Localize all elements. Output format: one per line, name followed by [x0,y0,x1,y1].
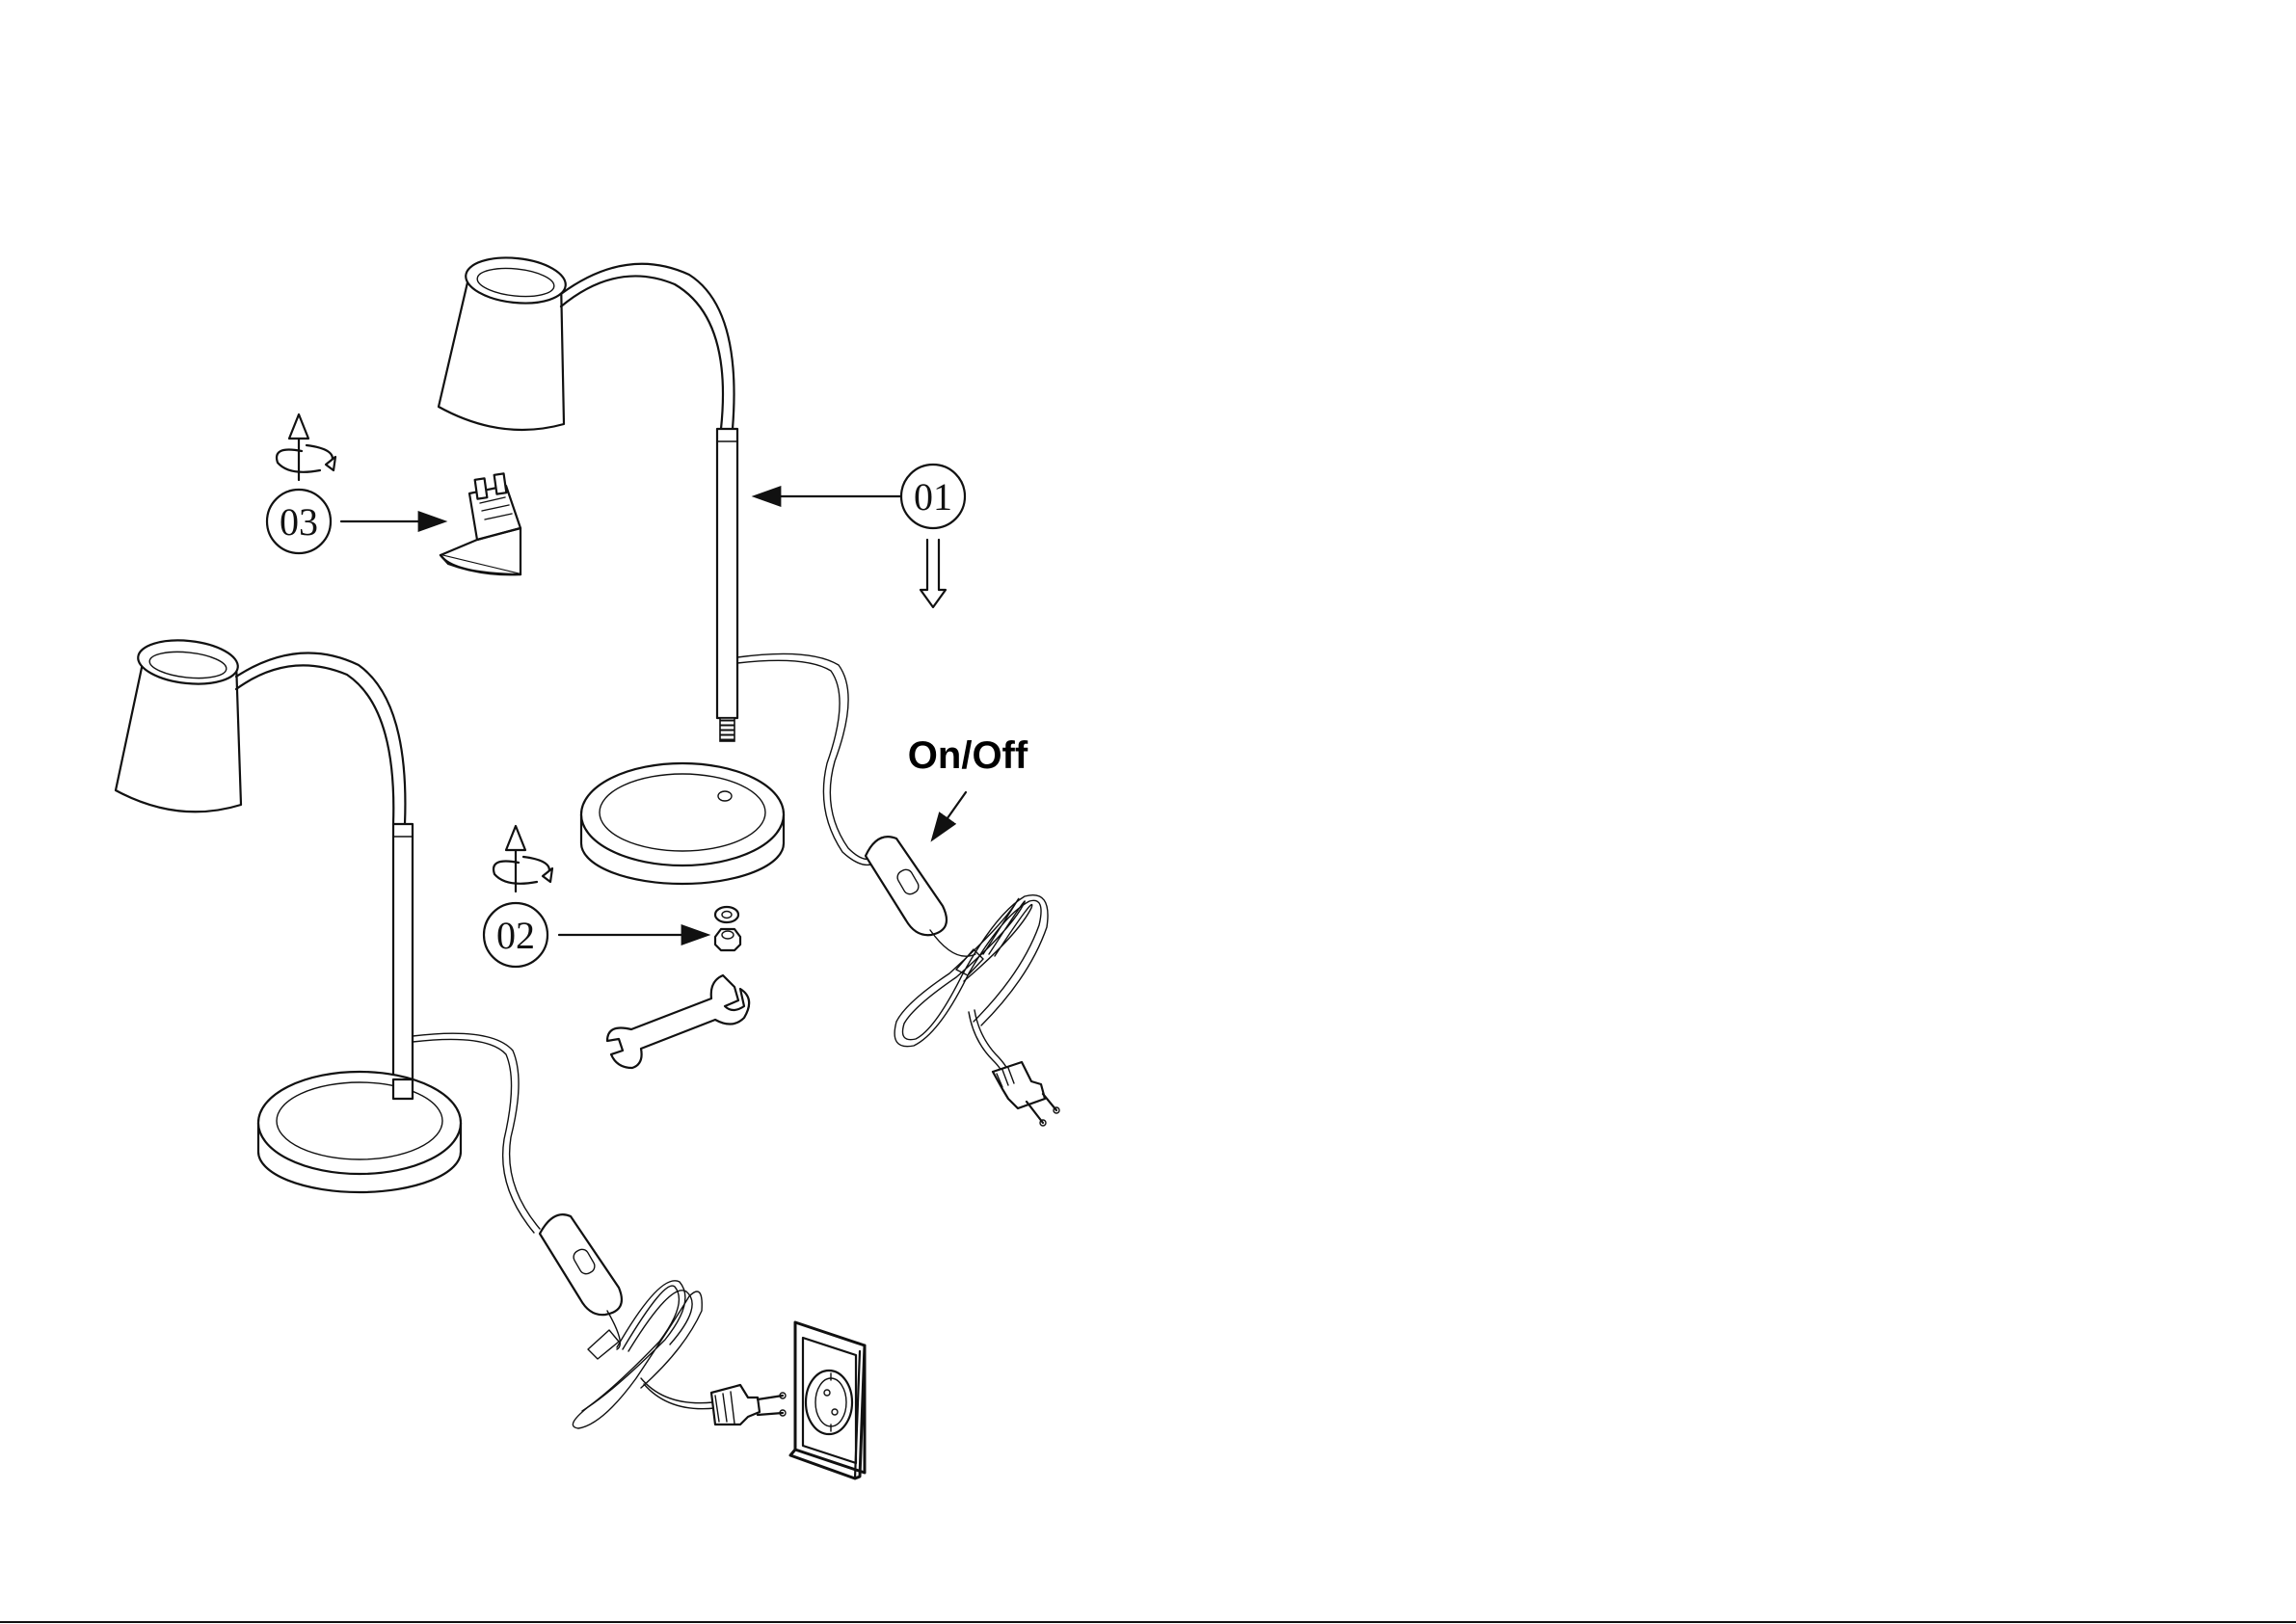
step-01-callout: 01 [756,465,965,528]
upper-lamp-rod [717,429,737,741]
step-03-callout: 03 [267,490,443,553]
upper-lamp-inline-switch [866,837,947,935]
lower-lamp-shade [116,636,241,812]
upper-lamp [439,253,1059,1126]
gu10-bulb [441,473,521,574]
on-off-label: On/Off [908,734,1028,777]
nut-and-washer [715,907,740,950]
step-02-callout: 02 [484,903,707,967]
down-arrow-icon [921,540,946,607]
lower-lamp-gooseneck [236,653,405,825]
lower-lamp-base [258,1072,461,1192]
rotate-icon-step3 [277,414,335,480]
lower-lamp-plug [711,1385,786,1424]
upper-lamp-gooseneck [561,264,734,429]
step-03-label: 03 [280,500,318,544]
upper-lamp-shade [439,253,568,430]
upper-lamp-plug [993,1062,1059,1126]
step-02-label: 02 [496,914,535,957]
upper-lamp-base [581,763,784,884]
rotate-icon-step2 [494,826,552,892]
step-01-label: 01 [914,475,952,519]
lower-lamp-rod [393,824,413,1099]
wrench-icon [607,975,749,1068]
lower-lamp-inline-switch [540,1214,622,1315]
on-off-callout: On/Off [908,734,1028,839]
wall-socket [790,1322,865,1478]
lower-lamp [116,636,865,1478]
